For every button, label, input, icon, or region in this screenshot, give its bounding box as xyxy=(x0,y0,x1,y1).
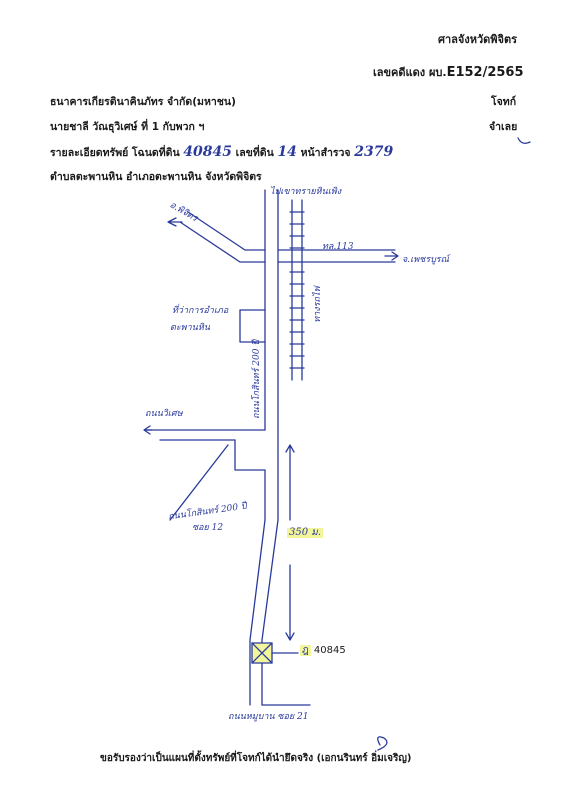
label-railway: ทางรถไฟ xyxy=(312,286,323,323)
property-location: ตำบลตะพานหิน อำเภอตะพานหิน จังหวัดพิจิตร xyxy=(50,171,262,183)
arrow-west-top xyxy=(167,217,183,227)
plaintiff-role: โจทก์ xyxy=(491,96,517,108)
case-number-label: เลขคดีแดง ผบ. xyxy=(373,66,447,79)
distance-arrow-bottom xyxy=(285,564,295,641)
case-number: เลขคดีแดง ผบ.E152/2565 xyxy=(373,66,524,79)
road-junction xyxy=(234,429,279,521)
label-district-office-2: ตะพานหิน xyxy=(170,323,210,333)
plot-label: ฎ 40845 xyxy=(300,645,346,656)
certification-text: ขอรับรองว่าเป็นแผนที่ตั้งทรัพย์ที่โจทก์ไ… xyxy=(100,753,412,764)
label-road-main: ถนนโกสินทร์ 200 ปี xyxy=(252,339,263,420)
label-right-town: จ.เพชรบูรณ์ xyxy=(402,255,449,265)
road-southwest xyxy=(169,444,229,521)
label-route-113: ทล.113 xyxy=(322,242,354,252)
land-number: 14 xyxy=(277,144,297,160)
arrow-west xyxy=(143,425,153,435)
land-no-label: เลขที่ดิน xyxy=(235,147,274,159)
signature-mark xyxy=(377,736,388,751)
highway-113 xyxy=(277,249,396,263)
arrow-east xyxy=(384,251,399,261)
defendant-role: จำเลย xyxy=(489,121,518,133)
road-north xyxy=(264,189,279,263)
plot-number: 40845 xyxy=(313,645,346,656)
label-soi: ซอย 12 xyxy=(192,523,224,533)
road-northwest xyxy=(179,211,266,263)
deed-label: รายละเอียดทรัพย์ โฉนดที่ดิน xyxy=(50,147,180,159)
deed-number: 40845 xyxy=(183,144,232,160)
label-top-road: ไปเขาทรายหินเพิง xyxy=(270,187,342,197)
road-south xyxy=(249,519,279,706)
label-bottom-road: ถนนหมูบาน ซอย 21 xyxy=(228,712,309,722)
survey-label: หน้าสำรวจ xyxy=(300,147,351,159)
railway-ties xyxy=(289,211,305,369)
road-main xyxy=(264,261,279,431)
road-west xyxy=(144,429,266,441)
court-name: ศาลจังหวัดพิจิตร xyxy=(438,33,518,46)
check-mark xyxy=(517,137,531,144)
plaintiff-name: ธนาคารเกียรตินาคินภัทร จำกัด(มหาชน) xyxy=(50,96,236,108)
defendant-name: นายชาลี วัณธุวิเศษ์ ที่ 1 กับพวก ฯ xyxy=(50,121,205,133)
case-number-value: E152/2565 xyxy=(446,65,524,80)
district-office-block xyxy=(239,309,266,343)
survey-number: 2379 xyxy=(354,144,394,160)
label-road-west: ถนนวิเศษ xyxy=(145,409,183,419)
label-distance: 350 ม. xyxy=(287,527,324,538)
railway xyxy=(291,199,303,381)
label-district-office: ที่ว่าการอำเภอ xyxy=(172,306,229,316)
property-detail-line: รายละเอียดทรัพย์ โฉนดที่ดิน 40845 เลขที่… xyxy=(50,145,393,159)
distance-arrow-top xyxy=(285,444,295,521)
plot-prefix: ฎ xyxy=(300,645,311,656)
plot-cross xyxy=(251,642,273,664)
